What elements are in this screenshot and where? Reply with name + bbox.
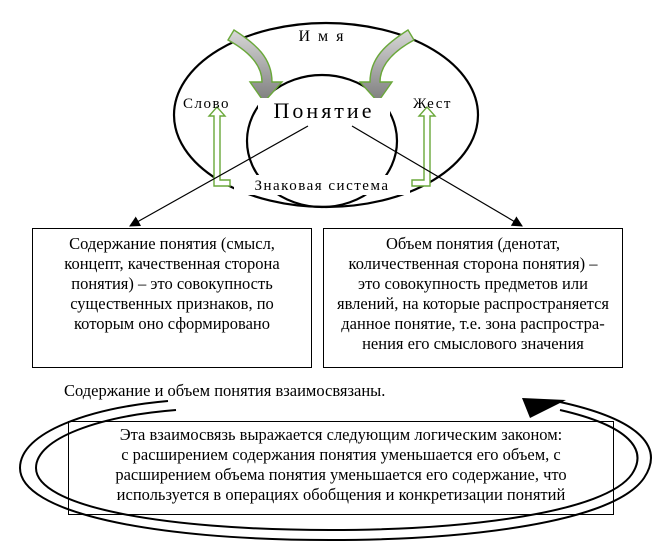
gesture-up-arrow-icon bbox=[411, 105, 437, 187]
sign-system-label-bg bbox=[234, 175, 410, 195]
loop-arrowhead-icon bbox=[522, 398, 566, 418]
volume-line: данное понятие, т.е. зона распростра- bbox=[341, 314, 605, 333]
law-line: используется в операциях обобщения и кон… bbox=[116, 485, 566, 504]
law-line: Эта взаимосвязь выражается следующим лог… bbox=[119, 425, 563, 444]
right-curved-arrow-icon bbox=[358, 29, 415, 104]
content-line: которым оно сформировано bbox=[73, 314, 271, 333]
law-line: с расширением содержания понятия уменьша… bbox=[121, 445, 561, 464]
law-box: Эта взаимосвязь выражается следующим лог… bbox=[68, 421, 614, 515]
word-up-arrow-icon bbox=[207, 105, 231, 187]
content-line: понятия) – это совокупность bbox=[71, 274, 273, 293]
arrow-to-content bbox=[129, 125, 309, 227]
inner-ellipse bbox=[245, 73, 399, 209]
volume-line: это совокупность предметов или bbox=[358, 274, 588, 293]
outer-loop bbox=[18, 400, 652, 542]
left-curved-arrow-icon bbox=[227, 29, 284, 104]
name-label: И м я bbox=[298, 28, 345, 45]
law-line: расширением объема понятия уменьшается е… bbox=[115, 465, 567, 484]
volume-line: нения его смыслового значения bbox=[362, 334, 584, 353]
inner-loop bbox=[34, 409, 639, 532]
word-label: Слово bbox=[183, 96, 230, 112]
sign-system-label: Знаковая система bbox=[254, 178, 389, 194]
volume-line: Объем понятия (денотат, bbox=[385, 234, 561, 253]
content-line: существенных признаков, по bbox=[70, 294, 274, 313]
volume-box: Объем понятия (денотат, количественная с… bbox=[323, 228, 623, 368]
volume-line: количественная сторона понятия) – bbox=[348, 254, 598, 273]
content-line: Содержание понятия (смысл, bbox=[69, 234, 275, 253]
gesture-label: Жест bbox=[413, 96, 452, 112]
content-line: концепт, качественная сторона bbox=[64, 254, 280, 273]
concept-label: Понятие bbox=[274, 98, 375, 123]
volume-line: явлений, на которые распространяется bbox=[337, 294, 609, 313]
content-box: Содержание понятия (смысл, концепт, каче… bbox=[32, 228, 312, 368]
arrow-to-volume bbox=[351, 125, 523, 227]
relation-text: Содержание и объем понятия взаимосвязаны… bbox=[64, 381, 386, 400]
concept-label-bg bbox=[258, 98, 390, 124]
